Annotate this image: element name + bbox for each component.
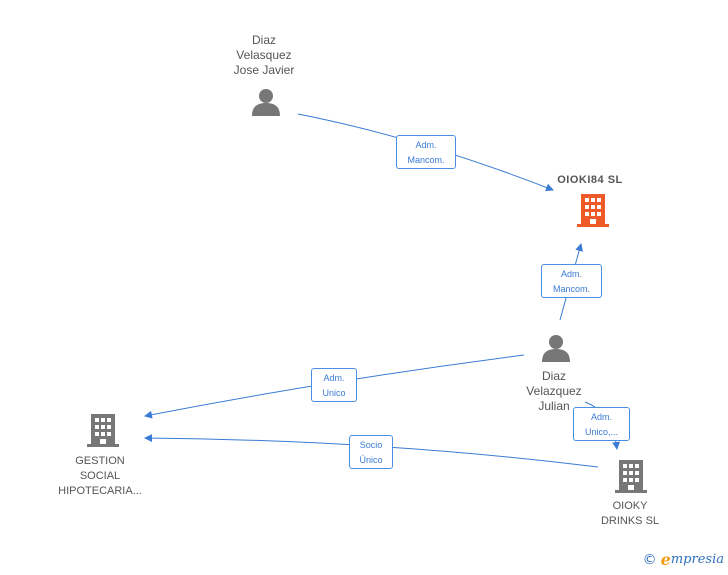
edge-label-julian-to-oioky[interactable]: Adm. Unico,... (573, 407, 630, 441)
node-label-oioky[interactable]: OIOKY DRINKS SL (600, 500, 660, 527)
edge-label-oioky-to-gestion[interactable]: Socio Único (349, 435, 393, 469)
brand-initial: e (660, 550, 671, 569)
node-label-diaz-julian[interactable]: Diaz Velazquez Julian (526, 369, 582, 413)
edge-label-julian-to-gestion[interactable]: Adm. Unico (311, 368, 357, 402)
edge-label-julian-to-oioki84[interactable]: Adm. Mancom. (541, 264, 602, 298)
node-label-oioki84[interactable]: OIOKI84 SL (557, 174, 623, 186)
brand-name: mpresia (670, 552, 724, 567)
building-icon[interactable] (615, 460, 647, 493)
building-icon[interactable] (87, 414, 119, 447)
building-icon[interactable] (577, 194, 609, 227)
node-label-gestion[interactable]: GESTION SOCIAL HIPOTECARIA... (58, 455, 142, 497)
edge-label-jose-to-oioki84[interactable]: Adm. Mancom. (396, 135, 456, 169)
copyright-icon: © (642, 551, 657, 568)
node-label-diaz-jose[interactable]: Diaz Velasquez Jose Javier (233, 33, 295, 77)
person-icon[interactable] (542, 335, 570, 362)
person-icon[interactable] (252, 89, 280, 116)
